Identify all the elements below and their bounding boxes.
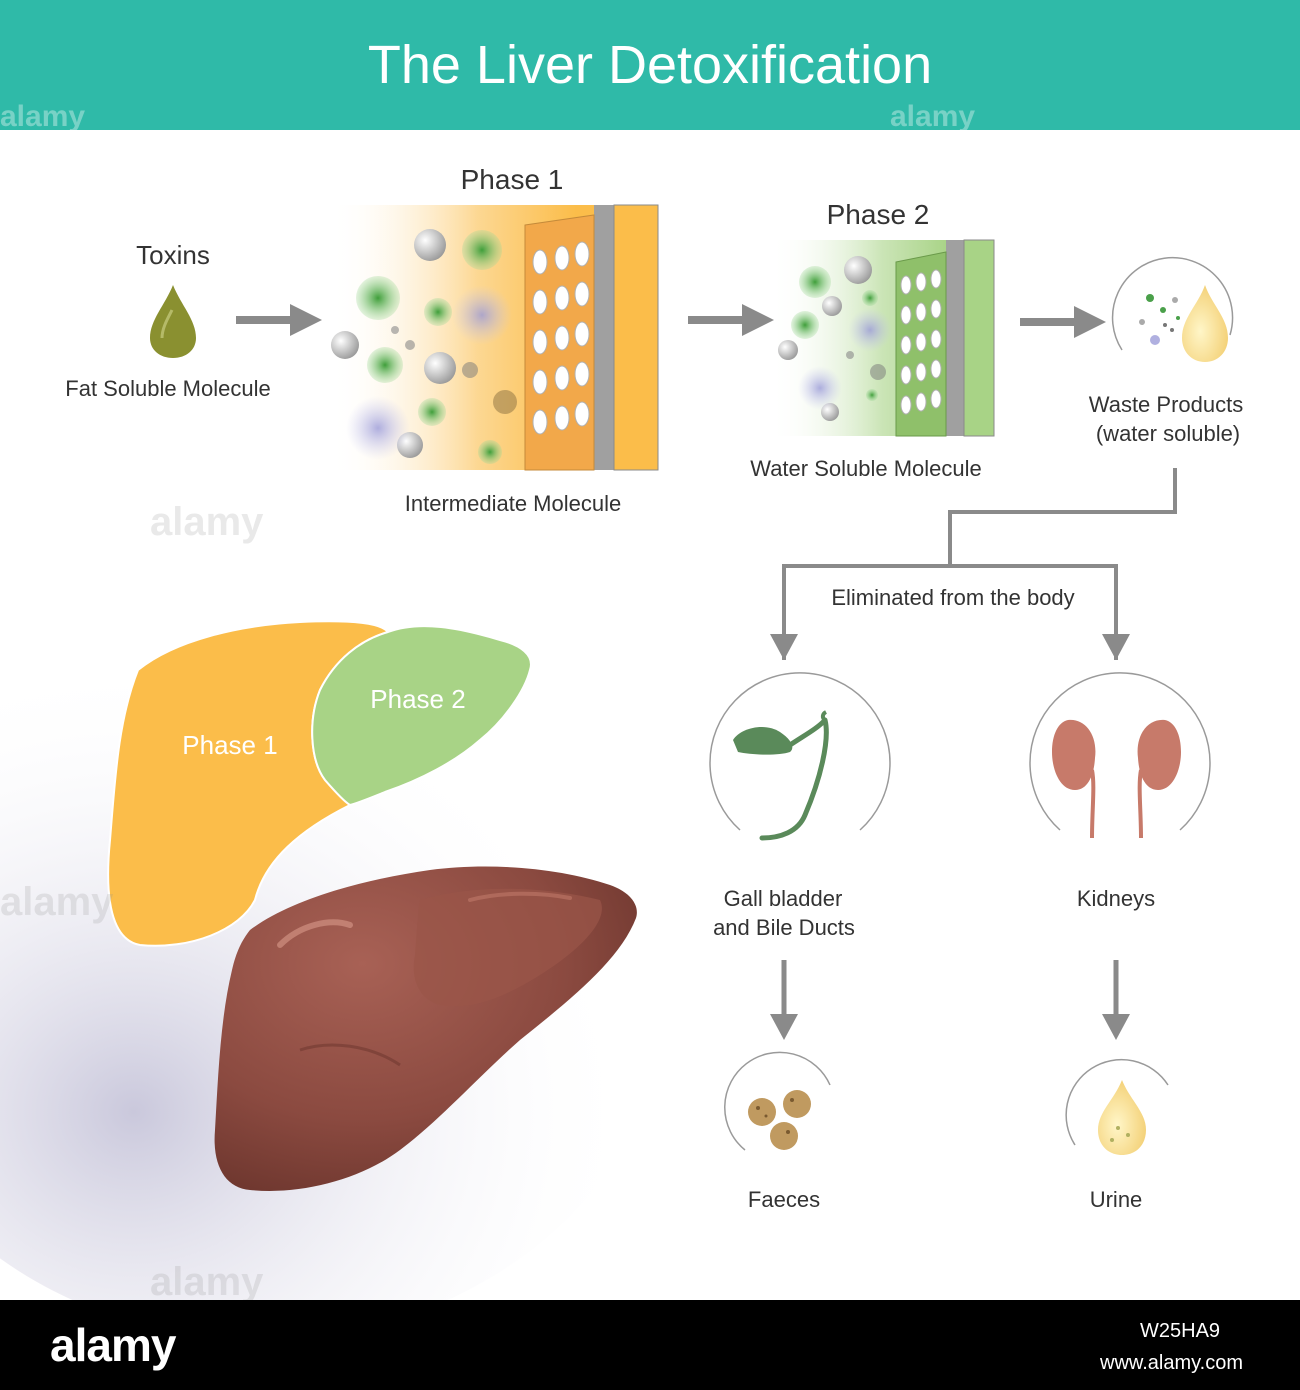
footer-brand-logo: alamy [50,1319,176,1371]
footer-bar: alamy W25HA9 www.alamy.com [0,1300,1300,1390]
waste-products-label: Waste Products [1088,392,1244,417]
toxins-label: Toxins [136,240,210,270]
phase2-label: Phase 2 [826,199,930,230]
urine-label: Urine [1089,1187,1143,1212]
diagram-graphics [0,204,1234,1300]
liver-illustration [214,866,637,1191]
eliminated-label: Eliminated from the body [831,585,1075,610]
urine-icon [1065,1058,1169,1155]
watermark: alamy [150,500,264,544]
water-soluble-caption: Water Soluble Molecule [750,456,982,481]
intermediate-caption: Intermediate Molecule [404,491,622,516]
arrow-to-kidneys [1102,634,1130,660]
connector-line [948,468,1177,566]
watermark: alamy [150,1260,264,1304]
waste-products-icon [1111,256,1234,362]
split-line [782,564,1118,660]
phase1-label: Phase 1 [460,164,564,195]
footer-url: www.alamy.com [1100,1352,1243,1374]
fat-soluble-caption: Fat Soluble Molecule [65,376,271,401]
watermark: alamy [890,100,976,133]
gallbladder-label: Gall bladder [723,886,843,911]
toxin-drop-icon [150,285,196,358]
liver-map-phase2-label: Phase 2 [370,684,466,714]
footer-image-id: W25HA9 [1140,1320,1221,1342]
bile-ducts-label: and Bile Ducts [713,915,855,940]
liver-map-phase1-label: Phase 1 [182,730,278,760]
page-title: The Liver Detoxification [367,35,933,95]
gallbladder-icon [709,672,891,841]
watermark: alamy [0,880,114,924]
phase2-panel [770,239,995,437]
phase1-panel [330,204,659,471]
liver-map-phase2-region [311,625,532,807]
header-band [0,0,1300,130]
kidneys-label: Kidneys [1076,886,1156,911]
faeces-label: Faeces [747,1187,821,1212]
arrow-to-gallbladder [770,634,798,660]
faeces-icon [724,1051,831,1151]
waste-products-sublabel: (water soluble) [1095,421,1241,446]
watermark: alamy [0,100,86,133]
kidneys-icon [1029,672,1211,839]
